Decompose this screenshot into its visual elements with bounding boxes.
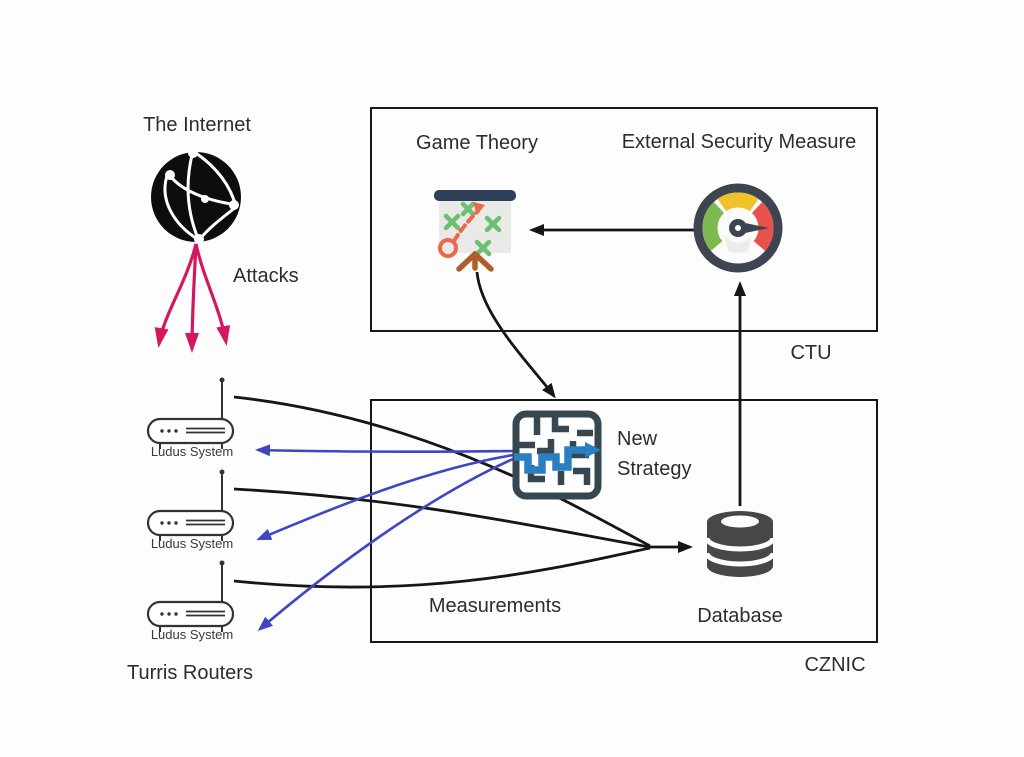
new-strategy-label-line1: New xyxy=(617,428,658,450)
router-icon xyxy=(146,469,235,541)
router-icon xyxy=(146,377,235,449)
measurement-arrows xyxy=(233,395,693,589)
router-label: Ludus System xyxy=(150,536,234,551)
new-strategy-label-line2: Strategy xyxy=(617,458,692,480)
game-theory-label: Game Theory xyxy=(416,132,538,154)
measurements-label: Measurements xyxy=(428,595,562,617)
strategy-board-icon xyxy=(434,190,516,272)
board-to-maze-arrow xyxy=(475,271,556,399)
internet-globe-icon xyxy=(151,148,241,244)
attacks-label: Attacks xyxy=(233,265,299,287)
database-icon xyxy=(704,511,776,577)
ctu-label: CTU xyxy=(790,342,832,364)
ctu-box xyxy=(370,107,878,332)
database-label: Database xyxy=(697,605,783,627)
new-strategy-arrows xyxy=(255,444,514,631)
internet-label: The Internet xyxy=(143,114,251,136)
router-label: Ludus System xyxy=(150,444,234,459)
cznic-label: CZNIC xyxy=(804,654,866,676)
maze-icon xyxy=(512,410,602,500)
router-icon xyxy=(146,560,235,632)
router-label: Ludus System xyxy=(150,627,234,642)
turris-routers-label: Turris Routers xyxy=(127,662,253,684)
attack-arrows xyxy=(154,243,231,353)
gauge-icon xyxy=(693,183,783,273)
cznic-box xyxy=(370,399,878,643)
external-security-label: External Security Measure xyxy=(621,131,857,153)
